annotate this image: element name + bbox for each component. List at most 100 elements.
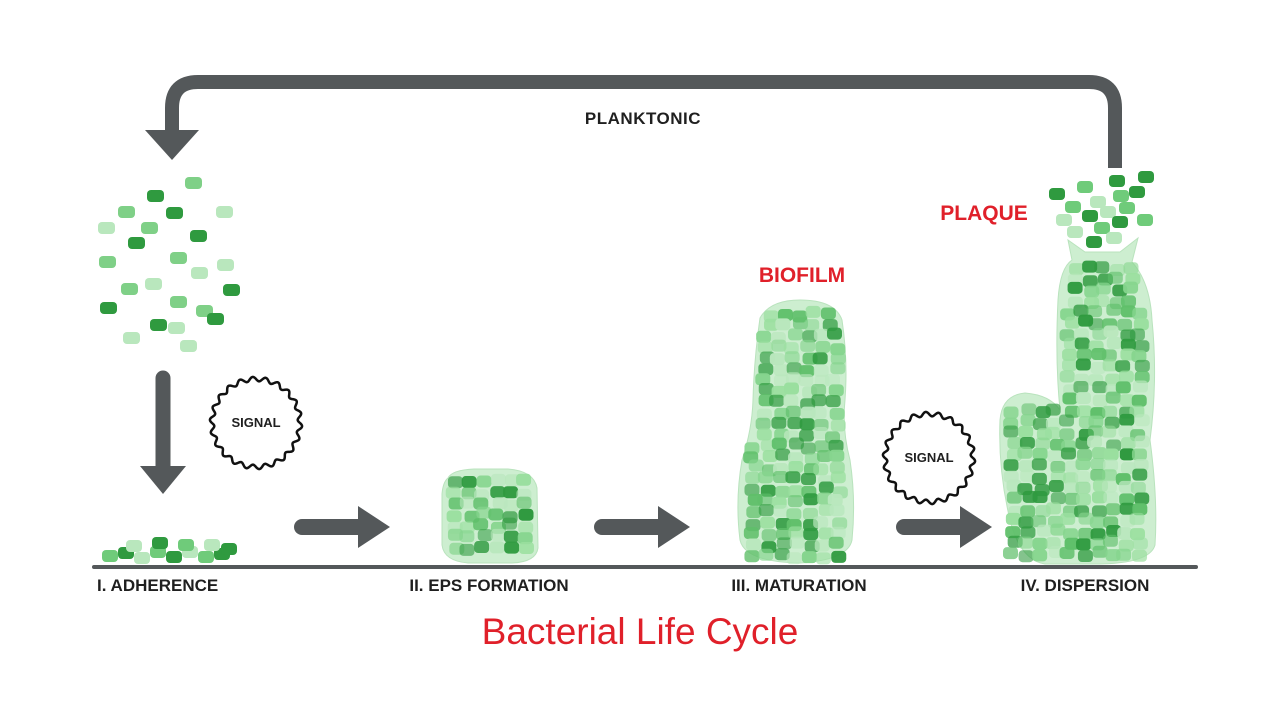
bacterium-cell	[459, 543, 475, 556]
bacterium-cell	[769, 394, 785, 407]
bacterium-cell	[769, 353, 785, 366]
signal-badge-2: SIGNAL	[881, 410, 977, 506]
wavy-circle-icon	[881, 410, 977, 506]
bacterium-cell	[771, 416, 787, 429]
bacterium-cell	[1073, 304, 1089, 317]
bacterium-cell	[1032, 549, 1048, 562]
bacterium-cell	[813, 364, 829, 377]
bacterium-cell	[166, 551, 182, 563]
bacterium-cell	[1119, 448, 1135, 461]
stage-label-dispersion: IV. DISPERSION	[1021, 576, 1150, 595]
bacterium-cell	[789, 536, 805, 549]
bacterium-cell	[1092, 381, 1108, 394]
bacterium-cell	[784, 382, 800, 395]
bacterium-cell	[775, 318, 791, 331]
bacterium-cell	[1117, 318, 1133, 331]
bacterium-cell	[1094, 295, 1110, 308]
bacterium-cell	[1062, 392, 1078, 405]
bacterium-cell	[746, 506, 762, 519]
bacterium-cell	[1078, 527, 1094, 540]
bacterium-cell	[817, 449, 833, 462]
bacterium-cell	[1138, 171, 1154, 183]
bacterium-cell	[1063, 472, 1079, 485]
bacterium-cell	[832, 517, 848, 530]
bacterium-cell	[828, 439, 844, 452]
stage-label-eps-formation: II. EPS FORMATION	[409, 576, 568, 595]
bacterium-cell	[1003, 459, 1019, 472]
bacterium-cell	[745, 471, 761, 484]
bacterium-cell	[1131, 350, 1147, 363]
bacterium-cell	[1113, 190, 1129, 202]
bacterium-cell	[802, 330, 818, 343]
bacterium-cell	[1132, 468, 1148, 481]
bacterium-cell	[1064, 482, 1080, 495]
bacterium-cell	[1118, 370, 1134, 383]
bacterium-cell	[830, 419, 846, 432]
bacterium-cell	[815, 340, 831, 353]
bacterium-cell	[1075, 481, 1091, 494]
bacterium-cell	[811, 406, 827, 419]
planktonic-label: PLANKTONIC	[585, 109, 701, 128]
bacterium-cell	[1117, 527, 1133, 540]
bacterium-cell	[1134, 359, 1150, 372]
bacterium-cell	[516, 496, 532, 509]
bacterium-cell	[118, 206, 135, 218]
bacterium-cell	[168, 322, 185, 334]
bacterium-cell	[1102, 405, 1118, 418]
bacterium-cell	[814, 539, 830, 552]
bacterium-cell	[1103, 491, 1119, 504]
bacterium-cell	[1073, 381, 1089, 394]
bacterium-cell	[166, 207, 183, 219]
bacterium-cell	[1116, 548, 1132, 561]
bacterium-cell	[1103, 325, 1119, 338]
bacterium-cell	[757, 493, 773, 506]
bacterium-cell	[1103, 459, 1119, 472]
bacterium-cell	[1119, 493, 1135, 506]
bacterium-cell	[1132, 503, 1148, 516]
bacterium-cell	[1076, 449, 1092, 462]
bacterium-cell	[785, 405, 801, 418]
bacterium-cell	[744, 550, 760, 563]
signal-badge-1: SIGNAL	[208, 375, 304, 471]
bacterium-cell	[801, 551, 817, 564]
bacterium-cell	[1047, 450, 1063, 463]
bacterium-cell	[798, 374, 814, 387]
bacterium-cell	[1105, 503, 1121, 516]
bacterium-cell	[773, 504, 789, 517]
bacterium-cell	[745, 538, 761, 551]
bacterium-cell	[1118, 480, 1134, 493]
bacterium-cell	[1115, 381, 1131, 394]
bacterium-cell	[1120, 305, 1136, 318]
bacterium-cell	[1067, 281, 1083, 294]
bacterium-cell	[1031, 458, 1047, 471]
bacterium-cell	[1132, 537, 1148, 550]
bacterium-cell	[476, 506, 492, 519]
bacterium-cell	[1133, 459, 1149, 472]
bacterium-cell	[1064, 316, 1080, 329]
bacterium-cell	[1082, 275, 1098, 288]
bacterium-cell	[1120, 437, 1136, 450]
bacterium-cell	[1123, 262, 1139, 275]
bacterium-cell	[1090, 468, 1106, 481]
bacterium-cell	[1102, 534, 1118, 547]
bacterium-cell	[1105, 391, 1121, 404]
bacterium-cell	[518, 541, 534, 554]
bacterium-cell	[744, 483, 760, 496]
bacterium-cell	[170, 296, 187, 308]
bacterium-cell	[1003, 547, 1019, 560]
bacterium-cell	[820, 307, 836, 320]
bacterium-cell	[783, 342, 799, 355]
bacterium-cell	[1101, 425, 1117, 438]
bacterium-cell	[1118, 539, 1134, 552]
bacterium-cell	[813, 328, 829, 341]
bacterium-cell	[757, 471, 773, 484]
bacterium-cell	[1019, 436, 1035, 449]
bacterium-cell	[812, 352, 828, 365]
signal-label-2: SIGNAL	[904, 450, 953, 465]
bacterium-cell	[1119, 202, 1135, 214]
bacterium-cell	[1109, 175, 1125, 187]
bacterium-cell	[1082, 210, 1098, 222]
bacterium-cell	[814, 440, 830, 453]
right-arrow-icon-1	[294, 506, 390, 548]
